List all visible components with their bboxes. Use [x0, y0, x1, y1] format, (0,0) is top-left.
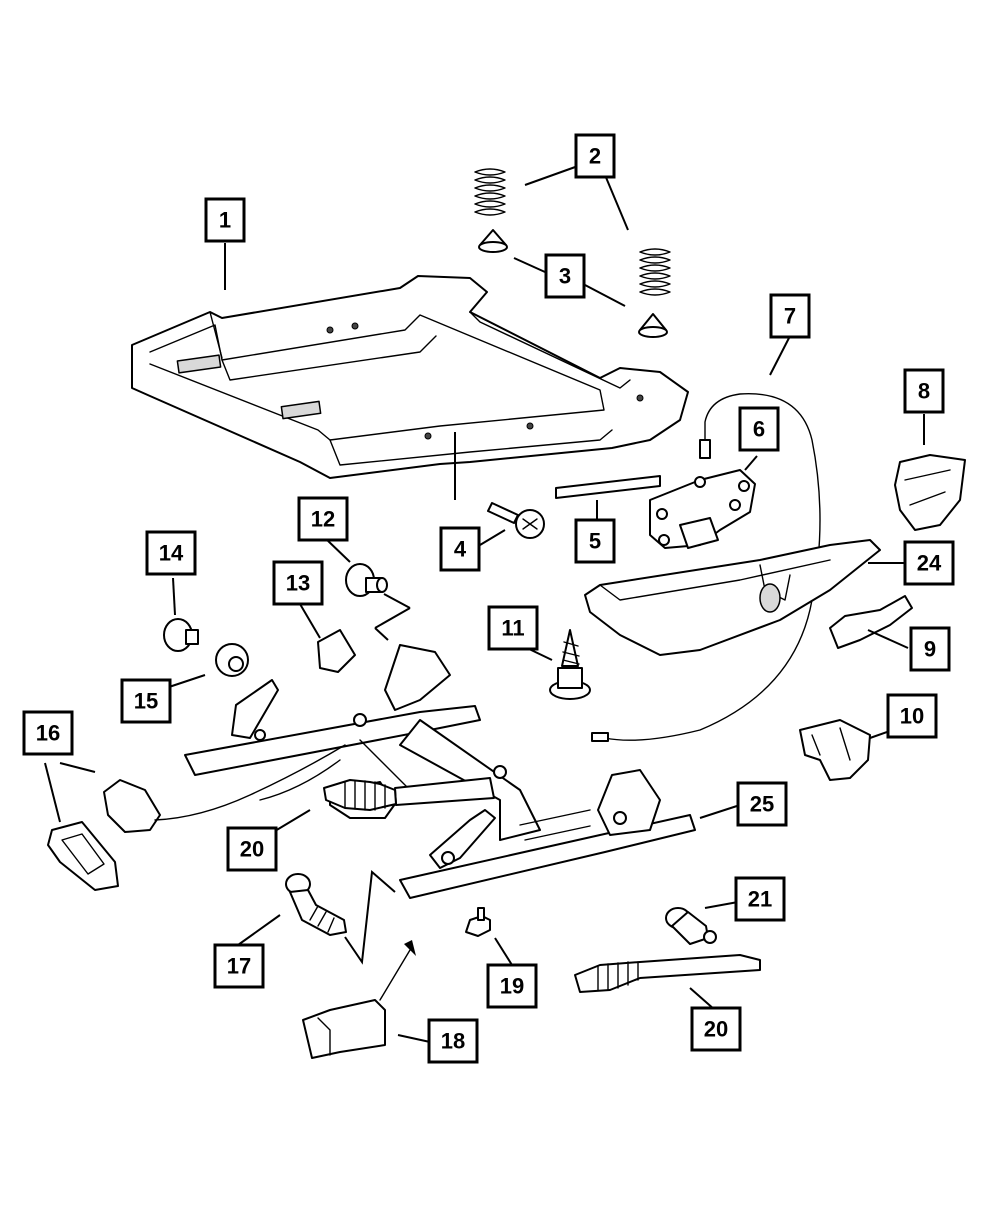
- callout-label: 4: [454, 537, 467, 562]
- callout-12: 12: [297, 496, 349, 542]
- callout-11: 11: [487, 605, 539, 651]
- nut-clip: [465, 907, 491, 937]
- actuator-lower: [574, 954, 761, 993]
- callout-label: 24: [917, 551, 942, 576]
- bolt: [487, 502, 545, 539]
- callout-label: 5: [589, 529, 601, 554]
- callout-15: 15: [120, 678, 172, 724]
- callout-1: 1: [204, 197, 246, 243]
- callout-10: 10: [886, 693, 938, 739]
- callout-label: 25: [750, 792, 774, 817]
- callout-label: 8: [918, 379, 930, 404]
- spring-upper: [474, 168, 506, 216]
- nut-fastener: [163, 618, 199, 652]
- callout-9: 9: [909, 626, 951, 672]
- actuator-upper: [323, 779, 397, 811]
- callout-label: 3: [559, 264, 571, 289]
- spring-lower: [639, 248, 671, 296]
- callout-20-lower: 20: [690, 1006, 742, 1052]
- stud: [285, 873, 347, 936]
- track-cover: [302, 940, 416, 1059]
- callout-label: 14: [159, 541, 184, 566]
- callout-6: 6: [738, 406, 780, 452]
- release-handle-bezel: [47, 744, 346, 891]
- callout-label: 12: [311, 507, 335, 532]
- callout-3: 3: [544, 253, 586, 299]
- callout-label: 20: [704, 1017, 728, 1042]
- callout-label: 13: [286, 571, 310, 596]
- callout-14: 14: [145, 530, 197, 576]
- callout-label: 19: [500, 974, 524, 999]
- callout-16: 16: [22, 710, 74, 756]
- pivot-pin: [665, 907, 717, 945]
- callout-label: 17: [227, 954, 251, 979]
- callout-label: 15: [134, 689, 158, 714]
- seat-adjuster-track: [184, 644, 696, 899]
- callout-19: 19: [486, 963, 538, 1009]
- callout-label: 10: [900, 704, 924, 729]
- callout-21: 21: [734, 876, 786, 922]
- callout-label: 18: [441, 1029, 465, 1054]
- callout-24: 24: [903, 540, 955, 586]
- side-shield: [894, 454, 966, 531]
- tapping-screw: [549, 629, 591, 700]
- callout-4: 4: [439, 526, 481, 572]
- spring-seat-lower: [638, 313, 668, 338]
- retaining-clip: [799, 719, 871, 781]
- callout-13: 13: [272, 560, 324, 606]
- callout-18: 18: [427, 1018, 479, 1064]
- callout-8: 8: [903, 368, 945, 414]
- callout-5: 5: [574, 518, 616, 564]
- callout-label: 7: [784, 304, 796, 329]
- bushing: [345, 563, 388, 597]
- motor-bracket: [649, 469, 756, 549]
- grommet: [215, 643, 249, 677]
- callout-17: 17: [213, 943, 265, 989]
- spring-seat-upper: [478, 229, 508, 253]
- callout-label: 1: [219, 208, 231, 233]
- adhesive-strip: [555, 475, 661, 499]
- callout-7: 7: [769, 293, 811, 339]
- bumper: [317, 629, 356, 673]
- adjuster-handle: [829, 595, 913, 649]
- leader-lines: [44, 165, 925, 1043]
- callout-label: 11: [501, 616, 524, 641]
- seat-cushion-frame: [131, 275, 689, 479]
- release-cable: [591, 393, 821, 742]
- callout-2: 2: [574, 133, 616, 179]
- callout-label: 9: [924, 637, 936, 662]
- callout-25: 25: [736, 781, 788, 827]
- callout-20-upper: 20: [226, 826, 278, 872]
- side-trim-panel: [584, 539, 881, 656]
- callout-label: 2: [589, 144, 601, 169]
- callout-label: 21: [748, 887, 772, 912]
- callout-label: 6: [753, 417, 765, 442]
- callout-label: 16: [36, 721, 60, 746]
- callout-label: 20: [240, 837, 264, 862]
